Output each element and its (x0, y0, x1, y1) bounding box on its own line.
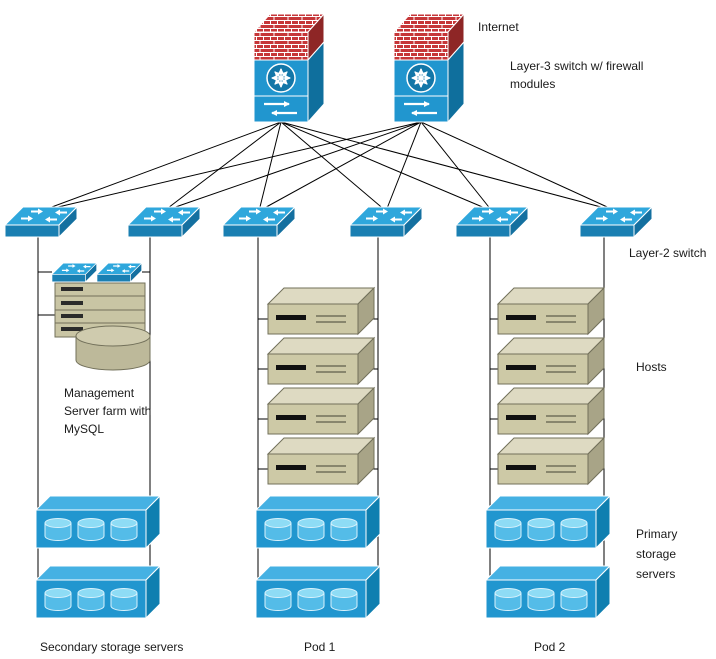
uplink-mesh-lines (40, 121, 617, 212)
management-server-farm (52, 263, 151, 371)
management-label-line3: MySQL (64, 422, 104, 436)
layer2-label: Layer-2 switch (629, 246, 706, 260)
internet-label: Internet (478, 20, 519, 34)
layer2-switch-icon-3 (223, 207, 295, 237)
layer2-switch-icon-5 (456, 207, 528, 237)
host-server-icon-pod1-2 (267, 337, 375, 385)
layer3-switch-firewall-icon-2 (394, 14, 464, 122)
host-server-icon-pod1-1 (267, 287, 375, 335)
storage-server-icon-mgmt-1 (35, 495, 161, 549)
host-server-icon-pod2-2 (497, 337, 605, 385)
storage-server-icon-pod2-2 (485, 565, 611, 619)
host-server-icon-pod2-1 (497, 287, 605, 335)
secondary-storage-label: Secondary storage servers (40, 640, 183, 654)
pod2-label: Pod 2 (534, 640, 566, 654)
host-server-icon-pod1-4 (267, 437, 375, 485)
layer2-switch-icon-2 (128, 207, 200, 237)
host-server-icon-pod1-3 (267, 387, 375, 435)
storage-server-icon-pod1-1 (255, 495, 381, 549)
pod1-label: Pod 1 (304, 640, 336, 654)
storage-server-icon-pod1-2 (255, 565, 381, 619)
layer3-switch-firewall-icon-1 (254, 14, 324, 122)
layer3-label-line1: Layer-3 switch w/ firewall (510, 59, 643, 73)
host-server-icon-pod2-3 (497, 387, 605, 435)
primary-storage-label-line3: servers (636, 567, 675, 581)
layer2-switch-icon-4 (350, 207, 422, 237)
primary-storage-label-line2: storage (636, 547, 676, 561)
primary-storage-label-line1: Primary (636, 527, 677, 541)
layer3-label-line2: modules (510, 77, 555, 91)
layer2-switch-icon-6 (580, 207, 652, 237)
storage-server-icon-pod2-1 (485, 495, 611, 549)
management-switch-icon-1 (52, 263, 97, 282)
management-label-line2: Server farm with (64, 404, 151, 418)
database-icon (75, 325, 151, 371)
management-switch-icon-2 (97, 263, 142, 282)
storage-server-icon-mgmt-2 (35, 565, 161, 619)
hosts-label: Hosts (636, 360, 667, 374)
layer2-switch-icon-1 (5, 207, 77, 237)
management-label-line1: Management (64, 386, 135, 400)
host-server-icon-pod2-4 (497, 437, 605, 485)
